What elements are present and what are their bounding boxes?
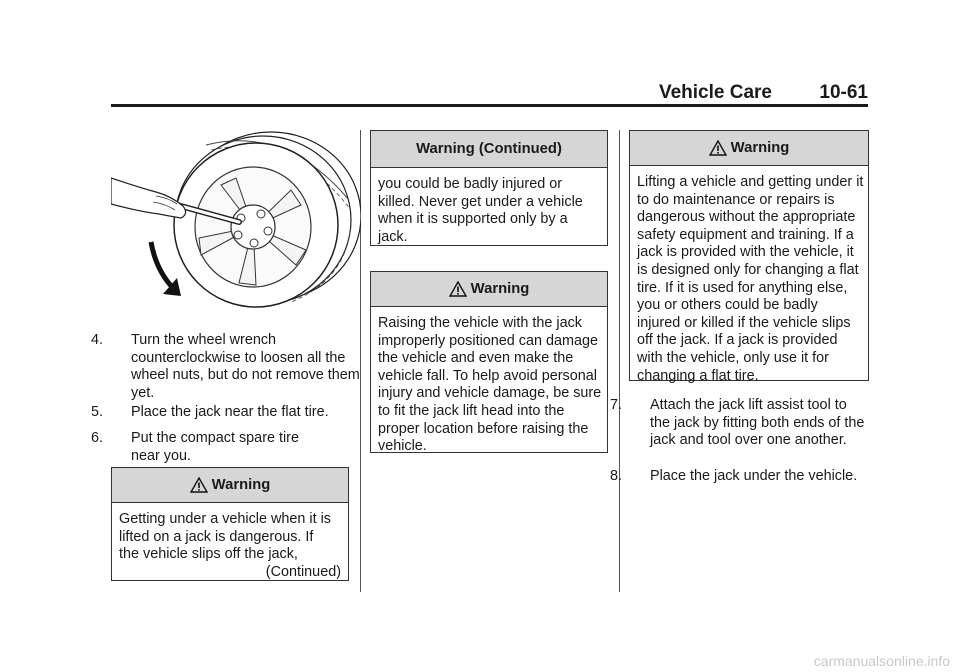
warning-box-safety: Warning Lifting a vehicle and getting un… (629, 130, 869, 384)
step-text: Turn the wheel wrench counterclockwise t… (131, 332, 360, 401)
warning-body: Raising the vehicle with the jack improp… (371, 307, 607, 462)
warning-text: Lifting a vehicle and getting under it t… (637, 174, 864, 384)
warning-title: Warning (Continued) (416, 141, 562, 157)
warning-text: Getting under a vehicle when it is lifte… (119, 511, 331, 563)
step-text: Put the compact spare tire near you. (131, 430, 299, 464)
warning-body: Lifting a vehicle and getting under it t… (630, 166, 868, 391)
step-6: 6. Put the compact spare tire near you. (91, 430, 361, 465)
continued-label: (Continued) (265, 563, 341, 580)
warning-title: Warning (211, 477, 271, 493)
warning-triangle-icon (189, 477, 208, 493)
step-number: 4. (91, 332, 104, 348)
warning-triangle-icon (448, 281, 467, 297)
step-8: 8. Place the jack under the vehicle. (610, 468, 870, 486)
warning-box-positioning: Warning Raising the vehicle with the jac… (370, 271, 608, 454)
column-divider-right (619, 130, 620, 592)
warning-title: Warning (470, 281, 530, 297)
watermark: carmanualsonline.info (813, 653, 950, 669)
step-text: Attach the jack lift assist tool to the … (650, 397, 865, 449)
warning-header: Warning (371, 272, 607, 307)
step-text: Place the jack under the vehicle. (650, 468, 858, 484)
wheel-wrench-illustration (111, 131, 361, 308)
step-5: 5. Place the jack near the flat tire. (91, 404, 361, 422)
warning-header: Warning (112, 468, 348, 503)
step-number: 8. (610, 468, 623, 484)
warning-title: Warning (730, 140, 790, 156)
warning-header: Warning (Continued) (371, 131, 607, 168)
step-text: Place the jack near the flat tire. (131, 404, 329, 420)
warning-text: Raising the vehicle with the jack improp… (378, 315, 602, 455)
warning-triangle-icon (708, 140, 727, 156)
warning-header: Warning (630, 131, 868, 166)
page-header: Vehicle Care 10-61 (111, 82, 868, 104)
step-7: 7. Attach the jack lift assist tool to th… (610, 397, 866, 450)
step-number: 5. (91, 404, 104, 420)
warning-box-continued: Warning (Continued) you could be badly i… (370, 130, 608, 246)
page-number: 10-61 (819, 82, 868, 103)
warning-body: Getting under a vehicle when it is lifte… (112, 503, 348, 587)
column-divider-left (360, 130, 361, 592)
warning-body: you could be badly injured or killed. Ne… (371, 168, 607, 252)
warning-text: you could be badly injured or killed. Ne… (378, 176, 583, 245)
header-rule (111, 104, 868, 107)
step-4: 4. Turn the wheel wrench counterclockwise… (91, 332, 361, 402)
step-number: 7. (610, 397, 623, 413)
section-title: Vehicle Care (658, 82, 772, 103)
step-number: 6. (91, 430, 104, 446)
warning-box-jack: Warning Getting under a vehicle when it … (111, 467, 349, 581)
